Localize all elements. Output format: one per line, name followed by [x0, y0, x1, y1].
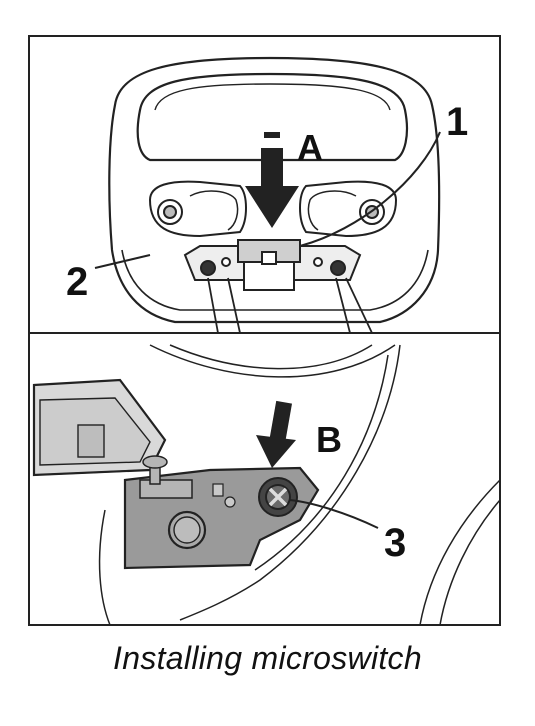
callout-a: A [297, 127, 323, 168]
zoom-lines [207, 277, 373, 334]
right-mount [299, 180, 398, 238]
callout-1: 1 [446, 100, 468, 144]
closeup-background-lines [98, 344, 501, 626]
figure-caption: Installing microswitch [113, 640, 422, 676]
diagram-frame [28, 35, 501, 626]
left-mount [148, 180, 247, 238]
leader-3 [289, 499, 379, 529]
callout-3: 3 [384, 521, 406, 565]
callout-b: B [316, 419, 342, 460]
arrow-b [256, 400, 296, 468]
microswitch-bracket [183, 239, 362, 291]
leader-2 [94, 254, 151, 269]
callout-2: 2 [66, 260, 88, 304]
housing-block [32, 378, 167, 477]
arrow-a [245, 132, 299, 228]
screw-3 [258, 477, 298, 517]
leader-1 [299, 131, 441, 247]
